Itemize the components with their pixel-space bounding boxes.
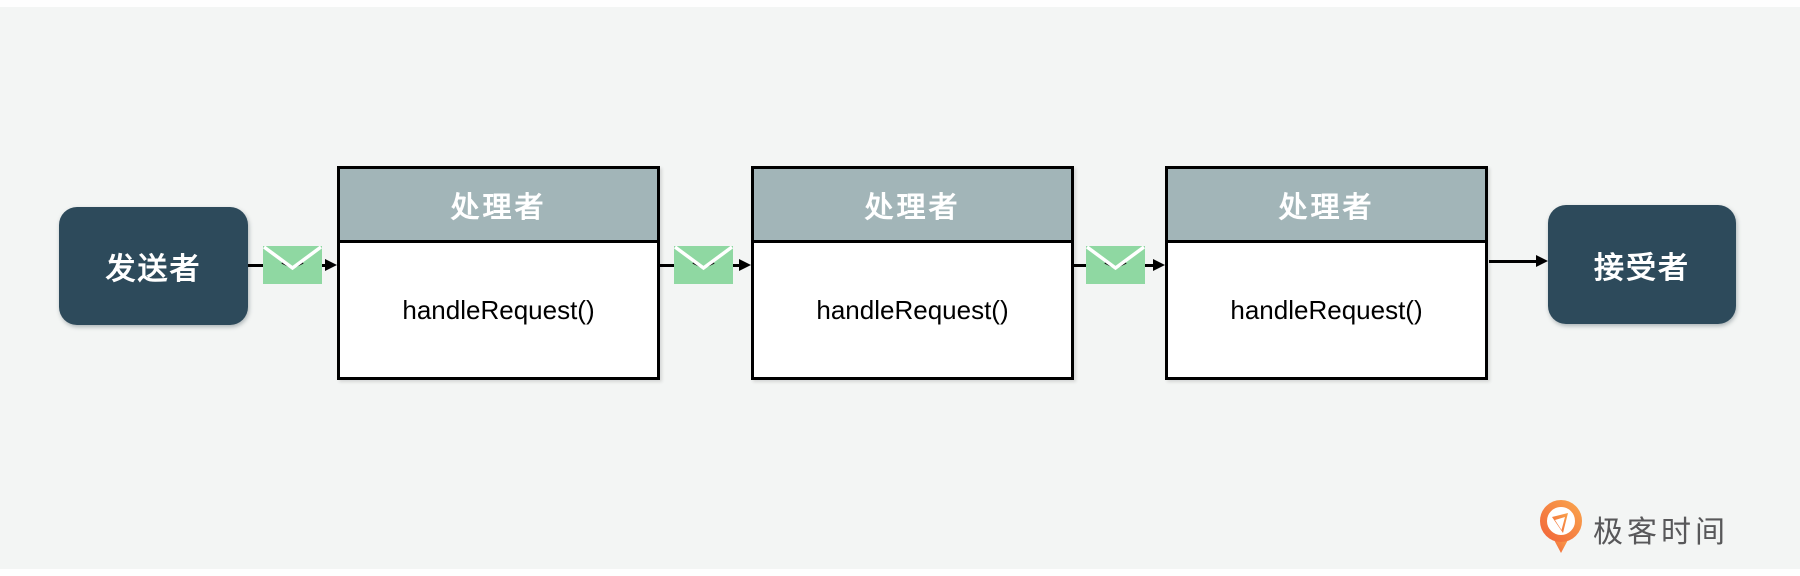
arrowhead-into-handler2: [739, 259, 751, 271]
mail-envelope-icon: [1086, 246, 1145, 284]
handler-box-2: 处理者 handleRequest(): [751, 166, 1074, 380]
handler-2-method: handleRequest(): [816, 294, 1009, 325]
mail-envelope-icon: [263, 246, 322, 284]
arrowhead-into-handler3: [1153, 259, 1165, 271]
handler-3-title: 处理者: [1278, 191, 1375, 224]
handler-1-title: 处理者: [450, 191, 547, 224]
arrowhead-into-handler1: [325, 259, 337, 271]
handler-2-header: 处理者: [754, 169, 1071, 243]
mail-envelope-icon: [674, 246, 733, 284]
handler-2-body: handleRequest(): [754, 243, 1071, 377]
connector-handler3-receiver: [1489, 260, 1539, 263]
geektime-logo: 极客时间: [1538, 500, 1729, 555]
sender-label: 发送者: [105, 253, 202, 286]
sender-node: 发送者: [59, 207, 248, 325]
receiver-label: 接受者: [1594, 251, 1690, 285]
handler-3-header: 处理者: [1168, 169, 1485, 243]
handler-3-body: handleRequest(): [1168, 243, 1485, 377]
geektime-wordmark: 极客时间: [1593, 515, 1729, 549]
handler-1-header: 处理者: [340, 169, 657, 243]
arrowhead-into-receiver: [1536, 255, 1548, 267]
geektime-pin-icon: [1540, 500, 1582, 553]
handler-1-method: handleRequest(): [402, 294, 595, 325]
handler-box-1: 处理者 handleRequest(): [337, 166, 660, 380]
handler-3-method: handleRequest(): [1230, 294, 1423, 325]
handler-2-title: 处理者: [864, 191, 961, 224]
receiver-node: 接受者: [1548, 205, 1736, 324]
bottom-edge-strip: [0, 569, 1800, 576]
top-edge-strip: [0, 0, 1800, 7]
handler-box-3: 处理者 handleRequest(): [1165, 166, 1488, 380]
handler-1-body: handleRequest(): [340, 243, 657, 377]
